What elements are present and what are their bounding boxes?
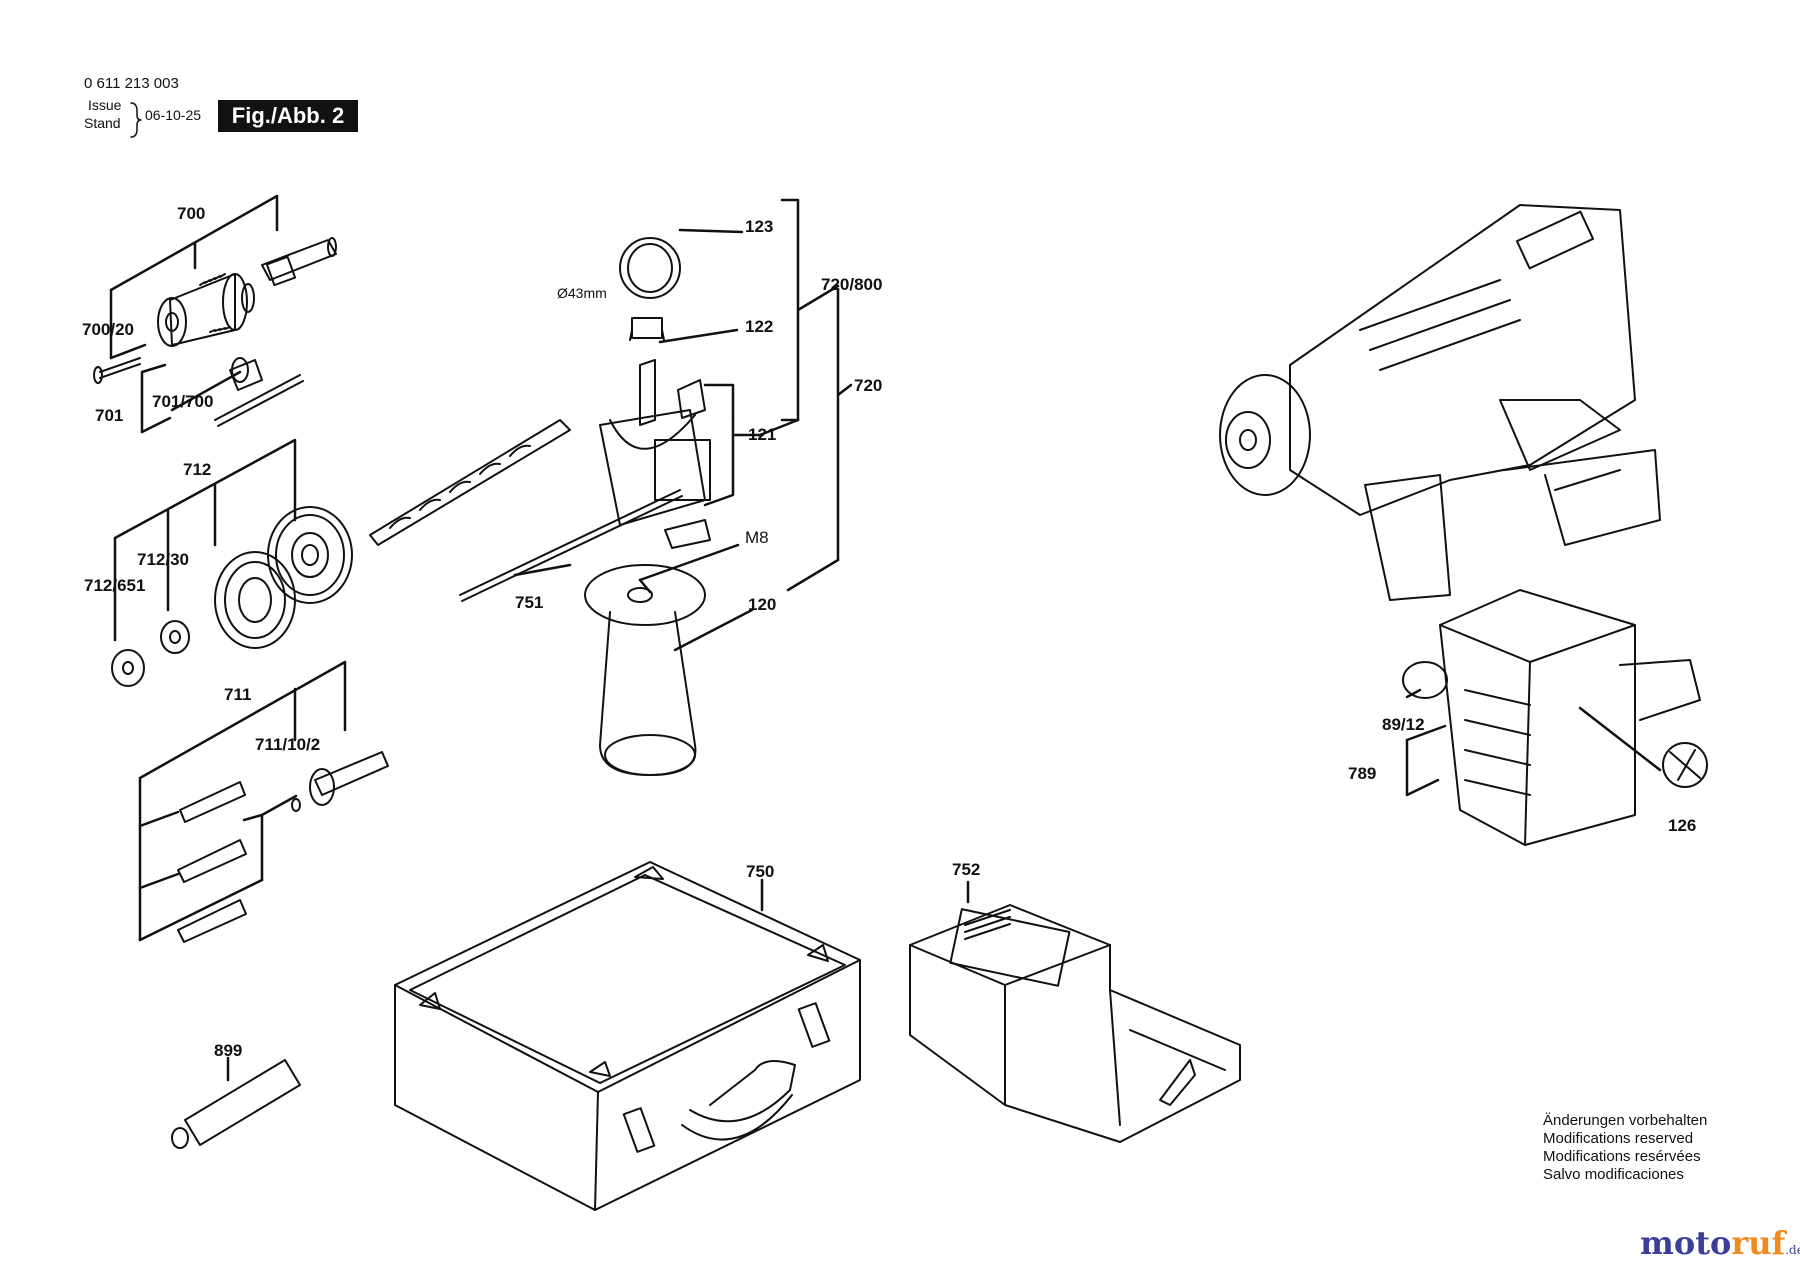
brand-part-2: ruf xyxy=(1731,1224,1786,1262)
label-712-651: 712/651 xyxy=(84,576,146,595)
label-m8: M8 xyxy=(745,528,769,547)
label-751: 751 xyxy=(515,593,544,612)
label-123: 123 xyxy=(745,217,774,236)
label-720: 720 xyxy=(854,376,883,395)
depth-stop-icon xyxy=(459,237,711,602)
label-711: 711 xyxy=(224,685,252,704)
part-number: 0 611 213 003 xyxy=(84,75,179,92)
drill-chuck-icon xyxy=(157,273,255,347)
modification-notes: Änderungen vorbehalten Modifications res… xyxy=(1543,1112,1707,1184)
label-122: 122 xyxy=(745,317,774,336)
battery-charger-icon xyxy=(909,904,1241,1143)
header-brace xyxy=(130,102,142,138)
battery-pack-icon xyxy=(1402,589,1708,846)
label-701-700: 701/700 xyxy=(152,392,214,411)
note-line: Modifications reserved xyxy=(1543,1130,1694,1147)
label-126: 126 xyxy=(1668,816,1697,835)
label-720-800: 720/800 xyxy=(821,275,883,294)
label-712: 712 xyxy=(183,460,212,479)
label-121: 121 xyxy=(748,425,777,444)
figure-number: Fig./Abb. 2 xyxy=(218,100,358,132)
issue-label: Issue xyxy=(88,97,122,113)
label-750: 750 xyxy=(746,862,775,881)
brand-logo: motoruf.de xyxy=(1640,1224,1800,1262)
label-711-10-2: 711/10/2 xyxy=(255,735,321,754)
label-120: 120 xyxy=(748,595,777,614)
chuck-key-icon xyxy=(214,357,304,427)
brand-suffix: .de xyxy=(1785,1243,1800,1257)
label-899: 899 xyxy=(214,1041,243,1060)
note-line: Salvo modificaciones xyxy=(1543,1166,1684,1183)
label-712-30: 712/30 xyxy=(137,550,189,569)
label-89-12: 89/12 xyxy=(1382,715,1425,734)
screwdriver-bits-icon xyxy=(177,751,389,943)
label-700-20: 700/20 xyxy=(82,320,134,339)
grease-tube-icon xyxy=(171,1059,301,1149)
rotary-hammer-icon xyxy=(1219,204,1661,601)
drill-bit-icon xyxy=(369,419,571,546)
label-752: 752 xyxy=(952,860,981,879)
note-line: Modifications resérvées xyxy=(1543,1148,1701,1165)
diameter-label: Ø43mm xyxy=(557,285,607,301)
note-line: Änderungen vorbehalten xyxy=(1543,1112,1708,1129)
carrying-case-icon xyxy=(394,861,861,1211)
sds-adapter-icon xyxy=(261,237,337,287)
label-700: 700 xyxy=(177,204,206,223)
auxiliary-handle-icon xyxy=(584,564,706,776)
label-701: 701 xyxy=(95,406,124,425)
screw-icon xyxy=(93,357,141,384)
chuck-ring-icon xyxy=(111,506,353,687)
leader-lines xyxy=(109,194,1662,1082)
stand-label: Stand xyxy=(84,115,121,131)
label-789: 789 xyxy=(1348,764,1377,783)
issue-date: 06-10-25 xyxy=(145,107,202,123)
brand-part-1: moto xyxy=(1640,1224,1732,1262)
